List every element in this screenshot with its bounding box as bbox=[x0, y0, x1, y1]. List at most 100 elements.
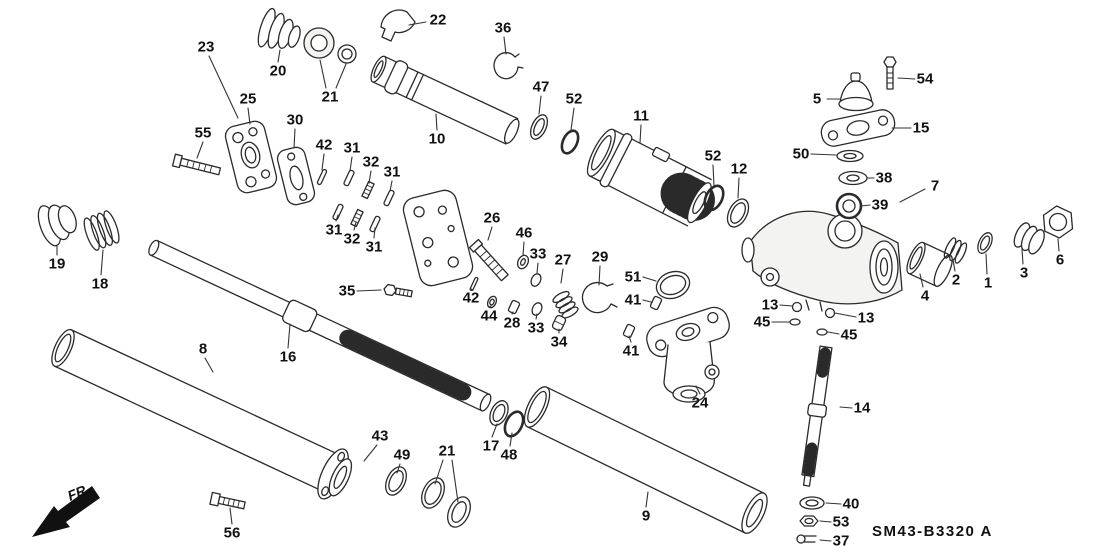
leader-line-52 bbox=[570, 107, 575, 131]
leader-line-20 bbox=[277, 49, 281, 63]
callout-34: 34 bbox=[551, 334, 568, 351]
part-flange-bolt bbox=[883, 56, 897, 90]
callout-12: 12 bbox=[731, 161, 748, 178]
part-seal-ring bbox=[421, 477, 445, 509]
part-o-ring-large bbox=[655, 270, 691, 300]
part-seal-ring bbox=[447, 496, 471, 528]
callout-47: 47 bbox=[533, 79, 550, 96]
callout-45: 45 bbox=[841, 327, 858, 344]
leader-line-13 bbox=[779, 304, 793, 307]
leader-line-22 bbox=[408, 21, 427, 26]
part-gear-housing bbox=[741, 210, 903, 336]
leader-line-26 bbox=[487, 226, 493, 241]
callout-18: 18 bbox=[92, 276, 109, 293]
leader-line-12 bbox=[737, 177, 740, 199]
part-rack-guide-cluster bbox=[468, 238, 618, 332]
callout-37: 37 bbox=[833, 533, 850, 550]
part-bolt bbox=[209, 491, 246, 510]
part-power-cylinder bbox=[586, 128, 717, 227]
leader-line-44 bbox=[488, 305, 492, 308]
diagram-code: SM43-B3320 A bbox=[872, 523, 993, 540]
callout-31: 31 bbox=[326, 222, 343, 239]
part-bushing bbox=[649, 295, 663, 311]
part-bushing bbox=[1013, 222, 1045, 255]
callout-8: 8 bbox=[199, 341, 207, 358]
leader-line-21 bbox=[319, 59, 327, 89]
leader-line-11 bbox=[639, 124, 642, 144]
leader-line-45 bbox=[827, 331, 840, 335]
part-seal-ring bbox=[529, 114, 549, 140]
callout-48: 48 bbox=[501, 447, 518, 464]
part-cotter-pin bbox=[796, 534, 817, 544]
leader-line-39 bbox=[860, 204, 871, 207]
callout-4: 4 bbox=[921, 288, 930, 305]
leader-line-54 bbox=[897, 77, 916, 80]
leader-line-27 bbox=[560, 268, 564, 284]
callout-6: 6 bbox=[1056, 252, 1064, 269]
leader-line-31 bbox=[335, 214, 339, 222]
part-spring bbox=[83, 210, 120, 251]
callout-26: 26 bbox=[484, 210, 501, 227]
part-bushing bbox=[622, 323, 636, 339]
part-bolt bbox=[383, 283, 413, 298]
leader-line-46 bbox=[522, 241, 525, 256]
callout-11: 11 bbox=[633, 108, 649, 125]
callout-56: 56 bbox=[224, 525, 241, 542]
leader-line-30 bbox=[293, 128, 296, 149]
part-rack-seal bbox=[503, 410, 525, 438]
callout-32: 32 bbox=[344, 231, 361, 248]
callout-14: 14 bbox=[854, 400, 871, 417]
leader-line-32 bbox=[353, 221, 357, 231]
part-mount-cushion bbox=[838, 72, 874, 112]
leader-line-21 bbox=[434, 459, 444, 485]
leader-line-31 bbox=[373, 227, 376, 239]
callout-31: 31 bbox=[384, 164, 401, 181]
callout-25: 25 bbox=[240, 91, 257, 108]
leader-line-50 bbox=[810, 153, 837, 156]
leader-line-8 bbox=[204, 357, 214, 373]
leader-line-9 bbox=[645, 491, 649, 508]
leader-line-52 bbox=[712, 164, 715, 187]
callout-16: 16 bbox=[280, 349, 297, 366]
leader-line-33 bbox=[536, 262, 539, 274]
leader-line-41 bbox=[642, 299, 652, 303]
part-valve-body bbox=[646, 306, 730, 403]
callout-45: 45 bbox=[754, 314, 771, 331]
leader-line-51 bbox=[642, 276, 657, 282]
callout-53: 53 bbox=[833, 514, 850, 531]
leader-line-41 bbox=[628, 335, 632, 343]
leader-line-25 bbox=[247, 107, 251, 125]
leader-line-2 bbox=[952, 259, 956, 272]
fr-label: FR. bbox=[65, 480, 92, 503]
leader-line-13 bbox=[834, 312, 857, 318]
part-gasket bbox=[276, 146, 316, 206]
callout-9: 9 bbox=[642, 508, 650, 525]
leader-line-56 bbox=[229, 507, 233, 525]
callout-10: 10 bbox=[429, 131, 446, 148]
callout-39: 39 bbox=[872, 197, 889, 214]
part-o-ring bbox=[703, 184, 725, 212]
part-o-ring bbox=[560, 129, 580, 155]
leader-line-47 bbox=[538, 95, 542, 115]
part-bearing bbox=[303, 27, 357, 64]
callout-20: 20 bbox=[270, 63, 287, 80]
leader-line-4 bbox=[919, 273, 924, 288]
part-bellows bbox=[257, 7, 301, 49]
callout-1: 1 bbox=[984, 275, 992, 292]
part-rack-end-boot bbox=[37, 204, 77, 247]
fr-direction-arrow: FR. bbox=[32, 480, 100, 537]
part-mount-plate bbox=[820, 109, 896, 147]
callout-41: 41 bbox=[625, 292, 642, 309]
callout-46: 46 bbox=[516, 225, 533, 242]
leader-line-6 bbox=[1057, 238, 1060, 252]
callout-30: 30 bbox=[287, 112, 304, 129]
callout-51: 51 bbox=[625, 269, 642, 286]
leader-line-16 bbox=[287, 323, 291, 349]
callout-52: 52 bbox=[566, 91, 583, 108]
part-castle-nut bbox=[799, 515, 819, 527]
leader-line-40 bbox=[825, 502, 842, 505]
callout-19: 19 bbox=[49, 256, 66, 273]
part-bushing-ring bbox=[726, 198, 750, 228]
